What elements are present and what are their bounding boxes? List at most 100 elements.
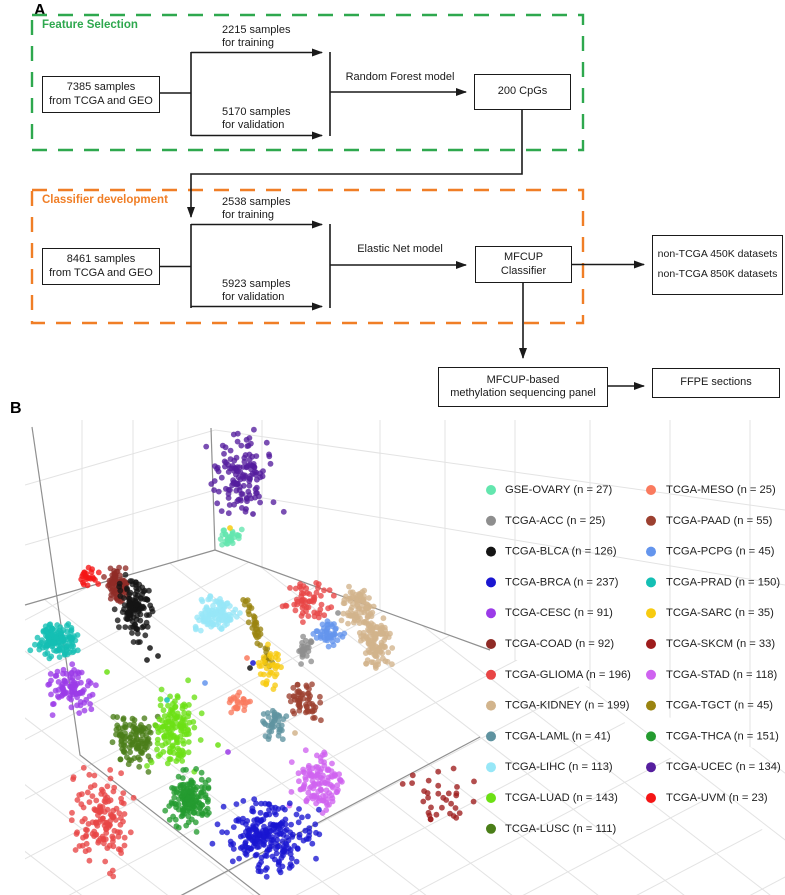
cluster-TCGA-KIDNEY-lower — [358, 609, 396, 671]
legend-label: TCGA-LAML (n = 41) — [505, 730, 611, 742]
elastic-net-label: Elastic Net model — [357, 243, 443, 255]
legend-item-TCGA-SARC: TCGA-SARC (n = 35) — [646, 607, 774, 619]
classifier-development-dashed-box — [30, 188, 585, 325]
legend-label: TCGA-TGCT (n = 45) — [666, 700, 773, 712]
cluster-TCGA-MESO — [226, 689, 254, 716]
legend-label: TCGA-LIHC (n = 113) — [505, 761, 613, 773]
sequencing-panel-box: MFCUP-based methylation sequencing panel — [438, 367, 608, 407]
external-datasets-box: non-TCGA 450K datasets non-TCGA 850K dat… — [652, 235, 783, 295]
legend-label: TCGA-STAD (n = 118) — [666, 669, 777, 681]
legend-item-TCGA-PRAD: TCGA-PRAD (n = 150) — [646, 576, 780, 588]
cluster-TCGA-GLIOMA-upper — [279, 580, 337, 625]
legend-item-TCGA-BLCA: TCGA-BLCA (n = 126) — [486, 546, 617, 558]
legend-item-TCGA-LAML: TCGA-LAML (n = 41) — [486, 730, 611, 742]
cluster-TCGA-TGCT — [240, 597, 276, 670]
cluster-TCGA-CESC — [45, 661, 99, 718]
legend-swatch — [486, 515, 496, 526]
legend-label: TCGA-BRCA (n = 237) — [505, 576, 619, 588]
legend-label: TCGA-GLIOMA (n = 196) — [505, 669, 631, 681]
legend-swatch — [486, 669, 496, 680]
cluster-TCGA-THCA — [162, 766, 212, 835]
legend-label: TCGA-PAAD (n = 55) — [666, 515, 773, 527]
legend-item-TCGA-SKCM: TCGA-SKCM (n = 33) — [646, 638, 775, 650]
cluster-GSE-OVARY — [217, 526, 245, 548]
legend-item-TCGA-ACC: TCGA-ACC (n = 25) — [486, 515, 606, 527]
legend-swatch — [646, 669, 656, 680]
legend-swatch — [486, 793, 496, 803]
feature-selection-title: Feature Selection — [42, 19, 138, 31]
scatter3d-plot: GSE-OVARY (n = 27) TCGA-ACC (n = 25) TCGA-… — [24, 420, 785, 895]
cluster-TCGA-BLCA — [111, 571, 156, 646]
legend-swatch — [486, 762, 496, 773]
legend-label: TCGA-CESC (n = 91) — [505, 607, 613, 619]
legend-swatch — [646, 577, 656, 588]
legend-label: GSE-OVARY (n = 27) — [505, 484, 613, 496]
cluster-TCGA-PRAD — [27, 621, 81, 662]
cluster-TCGA-UCEC — [203, 426, 287, 517]
cluster-TCGA-BRCA — [209, 796, 323, 880]
legend-item-TCGA-MESO: TCGA-MESO (n = 25) — [646, 484, 776, 496]
mfcup-classifier-box: MFCUP Classifier — [475, 246, 572, 283]
legend-label: TCGA-PCPG (n = 45) — [666, 546, 775, 558]
legend-item-TCGA-STAD: TCGA-STAD (n = 118) — [646, 669, 777, 681]
legend-item-TCGA-CESC: TCGA-CESC (n = 91) — [486, 607, 613, 619]
legend-swatch — [486, 608, 496, 619]
ffpe-sections-box: FFPE sections — [652, 368, 780, 398]
legend-item-TCGA-PCPG: TCGA-PCPG (n = 45) — [646, 546, 775, 558]
legend-swatch — [646, 731, 656, 742]
legend-swatch — [646, 515, 656, 526]
legend-label: TCGA-UVM (n = 23) — [666, 792, 768, 804]
cluster-TCGA-LUSC — [109, 713, 161, 775]
legend-item-TCGA-GLIOMA: TCGA-GLIOMA (n = 196) — [486, 669, 631, 681]
legend-item-TCGA-KIDNEY: TCGA-KIDNEY (n = 199) — [486, 700, 630, 712]
legend-swatch — [646, 700, 656, 711]
legend-swatch — [486, 546, 496, 557]
legend-item-TCGA-COAD: TCGA-COAD (n = 92) — [486, 638, 614, 650]
legend-item-TCGA-LUSC: TCGA-LUSC (n = 111) — [486, 823, 616, 835]
legend-label: TCGA-KIDNEY (n = 199) — [505, 700, 630, 712]
legend-label: TCGA-PRAD (n = 150) — [666, 576, 780, 588]
cluster-TCGA-PCPG — [310, 618, 348, 650]
legend-label: TCGA-LUAD (n = 143) — [505, 792, 618, 804]
panel-a: A Feature Selection 738 — [0, 0, 785, 415]
validation-split-label-2: 5923 samples for validation — [222, 278, 291, 304]
legend-item-TCGA-LUAD: TCGA-LUAD (n = 143) — [486, 792, 618, 804]
legend-swatch — [486, 700, 496, 711]
legend-item-TCGA-LIHC: TCGA-LIHC (n = 113) — [486, 761, 613, 773]
cluster-TCGA-SKCM — [399, 765, 477, 823]
cluster-TCGA-LUAD — [144, 677, 205, 775]
input-samples-box-1: 7385 samples from TCGA and GEO — [42, 76, 160, 113]
legend-label: TCGA-THCA (n = 151) — [666, 730, 779, 742]
cluster-TCGA-SARC — [255, 641, 284, 692]
legend-swatch — [646, 793, 656, 803]
left-wall-grid — [25, 420, 215, 590]
legend-swatch — [646, 762, 656, 773]
cluster-TCGA-LIHC — [192, 593, 243, 634]
legend-swatch — [486, 639, 496, 649]
legend-swatch — [486, 823, 496, 834]
legend: GSE-OVARY (n = 27) TCGA-ACC (n = 25) TCGA-… — [486, 484, 781, 835]
legend-label: TCGA-MESO (n = 25) — [666, 484, 776, 496]
legend-label: TCGA-LUSC (n = 111) — [505, 823, 616, 835]
input-samples-box-2: 8461 samples from TCGA and GEO — [42, 248, 160, 285]
legend-item-TCGA-PAAD: TCGA-PAAD (n = 55) — [646, 515, 773, 527]
training-split-label-2: 2538 samples for training — [222, 196, 291, 222]
legend-swatch — [646, 608, 656, 619]
legend-item-TCGA-TGCT: TCGA-TGCT (n = 45) — [646, 700, 773, 712]
outlier-points — [104, 506, 341, 755]
legend-swatch — [486, 731, 496, 742]
scatter-points — [27, 426, 477, 880]
legend-swatch — [486, 577, 496, 588]
legend-item-TCGA-UVM: TCGA-UVM (n = 23) — [646, 792, 768, 804]
legend-label: TCGA-ACC (n = 25) — [505, 515, 606, 527]
legend-swatch — [646, 639, 656, 649]
panel-a-label: A — [34, 2, 46, 19]
legend-swatch — [486, 485, 496, 495]
feature-selection-dashed-box — [30, 13, 585, 152]
cluster-TCGA-ACC — [296, 633, 315, 667]
legend-label: TCGA-SARC (n = 35) — [666, 607, 774, 619]
legend-swatch — [646, 485, 656, 495]
legend-item-TCGA-THCA: TCGA-THCA (n = 151) — [646, 730, 779, 742]
training-split-label-1: 2215 samples for training — [222, 24, 291, 50]
legend-label: TCGA-SKCM (n = 33) — [666, 638, 775, 650]
